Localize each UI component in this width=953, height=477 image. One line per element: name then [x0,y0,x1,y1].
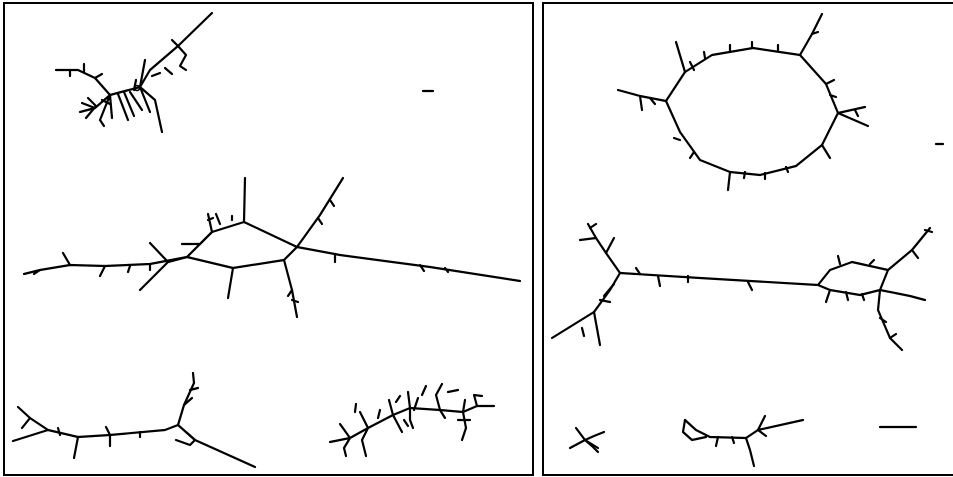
skeleton-top-ring [616,12,870,192]
skeleton-bottom-left-branch [11,371,257,469]
skeleton-bottom-right-tree [328,382,496,458]
skeleton-bottom-middle-branch [681,414,805,468]
skeleton-bottom-left-x [568,426,606,454]
skeleton-middle-long [550,222,934,352]
right-skeleton-panel [542,2,953,476]
skeleton-top-left-tree [54,11,214,134]
left-skeleton-panel [3,2,534,476]
skeleton-center-loop [22,176,522,319]
